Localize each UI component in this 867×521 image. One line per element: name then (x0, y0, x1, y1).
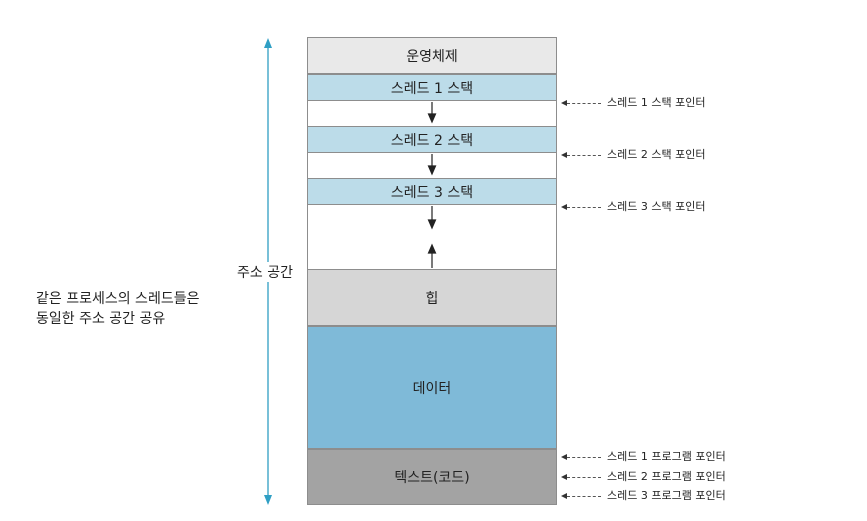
stack-pointer-1: 스레드 1 스택 포인터 (561, 96, 705, 110)
pointer-dash (567, 456, 601, 458)
shared-note-line-1: 같은 프로세스의 스레드들은 (36, 291, 200, 307)
segment-stack-3: 스레드 3 스택 (307, 178, 557, 205)
program-pointer-1-label: 스레드 1 프로그램 포인터 (607, 450, 726, 463)
segment-os-label: 운영체제 (406, 48, 458, 65)
stack-pointer-2-label: 스레드 2 스택 포인터 (607, 148, 706, 161)
segment-text-label: 텍스트(코드) (394, 470, 470, 486)
segment-os: 운영체제 (307, 37, 557, 74)
program-pointer-1: 스레드 1 프로그램 포인터 (561, 450, 726, 464)
pointer-arrow-icon (561, 474, 567, 480)
address-space-label: 주소 공간 (236, 262, 294, 282)
pointer-arrow-icon (561, 152, 567, 158)
segment-stack-2: 스레드 2 스택 (307, 126, 557, 153)
segment-stack-3-label: 스레드 3 스택 (390, 184, 474, 201)
stack-pointer-2: 스레드 2 스택 포인터 (561, 148, 705, 162)
heap-up-arrow-icon (427, 243, 437, 254)
pointer-dash (567, 495, 601, 497)
pointer-dash (567, 102, 601, 104)
pointer-dash (567, 154, 601, 156)
program-pointer-2: 스레드 2 프로그램 포인터 (561, 470, 726, 484)
segment-heap-label: 힙 (425, 290, 439, 307)
segment-data: 데이터 (307, 326, 557, 449)
stack-1-down-arrow-icon (427, 113, 437, 124)
shared-note-line-2: 동일한 주소 공간 공유 (36, 311, 166, 327)
segment-stack-2-label: 스레드 2 스택 (390, 132, 474, 149)
segment-heap: 힙 (307, 269, 557, 326)
pointer-arrow-icon (561, 100, 567, 106)
pointer-arrow-icon (561, 493, 567, 499)
pointer-arrow-icon (561, 454, 567, 460)
program-pointer-2-label: 스레드 2 프로그램 포인터 (607, 470, 726, 483)
program-pointer-3-label: 스레드 3 프로그램 포인터 (607, 489, 726, 502)
segment-stack-1-label: 스레드 1 스택 (390, 80, 474, 97)
pointer-arrow-icon (561, 204, 567, 210)
segment-stack-1: 스레드 1 스택 (307, 74, 557, 101)
segment-data-label: 데이터 (412, 380, 452, 397)
stack-3-down-arrow-icon (427, 219, 437, 230)
program-pointer-3: 스레드 3 프로그램 포인터 (561, 489, 726, 503)
pointer-dash (567, 206, 601, 208)
stack-pointer-3: 스레드 3 스택 포인터 (561, 200, 705, 214)
axis-arrow-down-icon (264, 495, 272, 505)
stack-2-down-arrow-icon (427, 165, 437, 176)
segment-text: 텍스트(코드) (307, 449, 557, 505)
pointer-dash (567, 476, 601, 478)
stack-pointer-3-label: 스레드 3 스택 포인터 (607, 200, 706, 213)
stack-pointer-1-label: 스레드 1 스택 포인터 (607, 96, 706, 109)
axis-arrow-up-icon (264, 38, 272, 48)
